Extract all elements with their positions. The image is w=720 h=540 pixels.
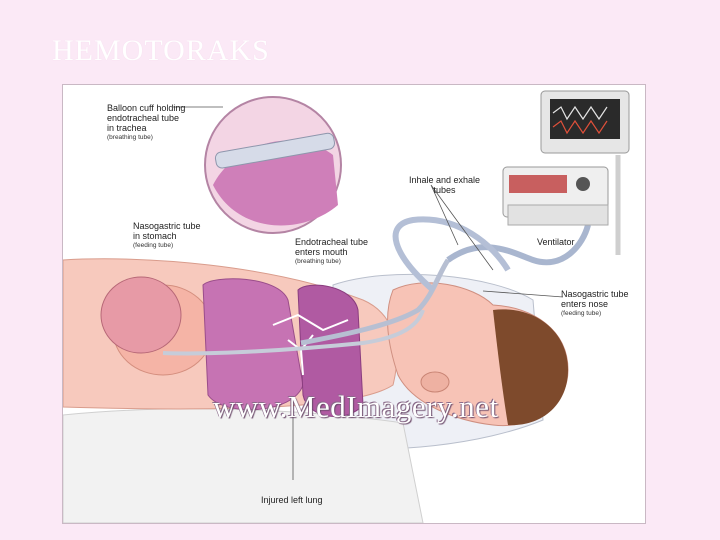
label-inhale-exhale: Inhale and exhale tubes: [409, 175, 480, 195]
label-line: tubes: [433, 185, 456, 195]
label-line: enters nose: [561, 299, 609, 309]
label-endotracheal: Endotracheal tube enters mouth (breathin…: [295, 237, 368, 267]
label-line: enters mouth: [295, 247, 348, 257]
label-sub: (feeding tube): [561, 310, 602, 317]
watermark: www.MedImagery.net: [213, 389, 499, 424]
label-sub: (breathing tube): [295, 258, 341, 265]
exhale-tube: [392, 216, 511, 293]
bed-sheet: [63, 408, 424, 523]
leader-inhale: [430, 184, 494, 271]
ventilator-display: [509, 175, 567, 193]
label-line: Nasogastric tube: [561, 289, 629, 299]
zoom-endotracheal-tube: [214, 132, 335, 169]
monitor-screen: [550, 99, 620, 139]
illustration-artwork: [63, 90, 630, 523]
label-line: in trachea: [107, 123, 147, 133]
label-line: endotracheal tube: [107, 113, 180, 123]
leader-nose: [482, 290, 564, 298]
label-line: in stomach: [133, 231, 177, 241]
nasogastric-tube: [162, 309, 425, 356]
patient-hair: [493, 309, 568, 426]
label-sub: (breathing tube): [107, 134, 153, 141]
label-nasogastric-stomach: Nasogastric tube in stomach (feeding tub…: [133, 221, 201, 251]
label-balloon-cuff: Balloon cuff holding endotracheal tube i…: [107, 103, 185, 143]
label-line: Ventilator: [537, 237, 575, 247]
ventilator-knob: [576, 177, 590, 191]
label-ventilator: Ventilator: [537, 237, 575, 247]
ventilator-panel: [507, 204, 609, 226]
monitor-waveform-2: [552, 119, 608, 135]
bronchi: [272, 313, 349, 332]
label-line: Injured left lung: [261, 495, 323, 505]
patient-ear: [420, 371, 450, 393]
endotracheal-tube: [300, 258, 451, 346]
monitor-waveform: [552, 105, 608, 121]
label-line: Endotracheal tube: [295, 237, 369, 247]
label-injured-lung: Injured left lung: [261, 495, 323, 505]
left-lung-injured: [297, 284, 364, 417]
label-sub: (feeding tube): [133, 242, 174, 249]
slide-title: HEMOTORAKS: [52, 34, 270, 67]
inhale-tube: [446, 224, 591, 266]
label-nasogastric-nose: Nasogastric tube enters nose (feeding tu…: [561, 289, 629, 319]
label-line: Nasogastric tube: [133, 221, 201, 231]
label-line: Inhale and exhale: [409, 175, 481, 185]
medical-illustration: Balloon cuff holding endotracheal tube i…: [62, 84, 646, 524]
stomach: [100, 276, 182, 354]
label-line: Balloon cuff holding: [107, 103, 186, 113]
